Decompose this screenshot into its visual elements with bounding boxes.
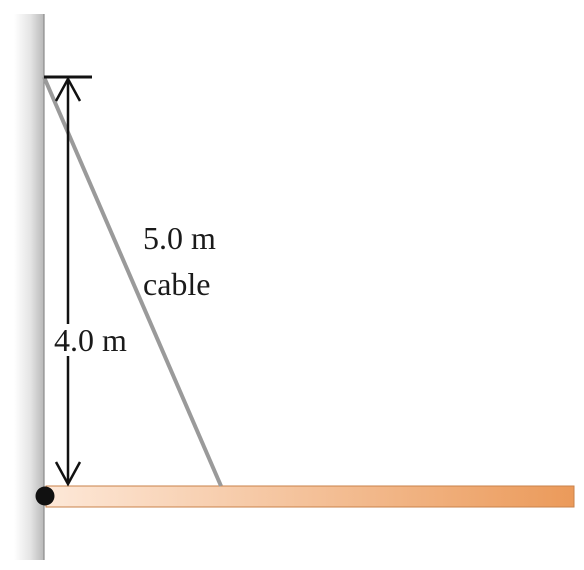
cable-name-label: cable (143, 266, 211, 302)
height-label: 4.0 m (52, 322, 129, 358)
height-arrow-top-head (54, 76, 82, 102)
pivot-hinge (35, 486, 55, 506)
wall (14, 14, 44, 560)
cable (42, 76, 223, 487)
height-arrow-bottom-head (54, 461, 82, 487)
beam (45, 485, 575, 508)
cable-length-label: 5.0 m (143, 220, 216, 256)
